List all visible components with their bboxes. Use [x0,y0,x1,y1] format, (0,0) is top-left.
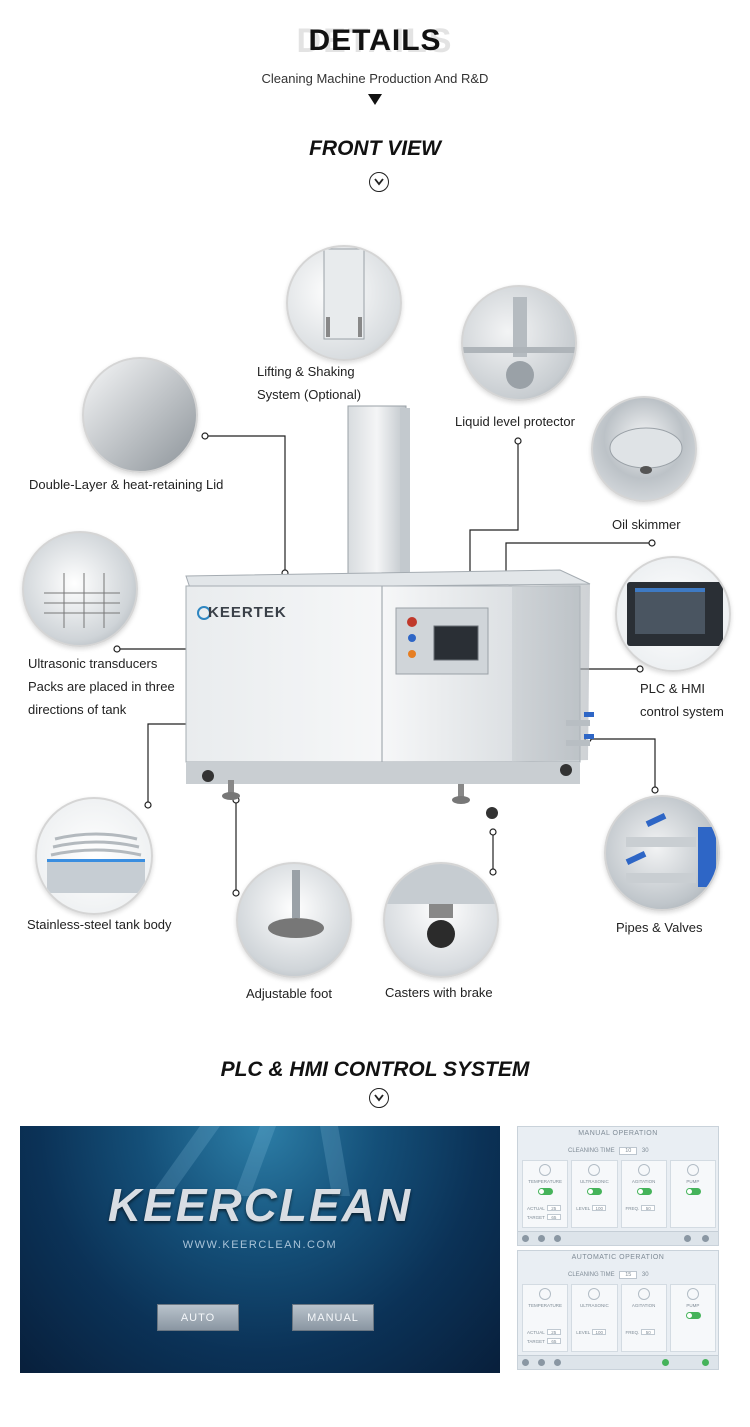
stats-icon[interactable] [538,1235,545,1242]
pump-card: PUMP [669,1284,716,1352]
label-lid: Double-Layer & heat-retaining Lid [29,477,224,492]
stats-icon[interactable] [538,1359,545,1366]
auto-button[interactable]: AUTO [157,1304,239,1331]
auto-screen-title: AUTOMATIC OPERATION [571,1254,665,1261]
tank-body-bubble [35,797,153,915]
manual-button[interactable]: MANUAL [292,1304,374,1331]
splash-brand: KEERCLEAN [107,1179,413,1231]
lid-bubble [82,357,198,473]
page-subtitle: Cleaning Machine Production And R&D [261,71,489,86]
automatic-operation-screen: AUTOMATIC OPERATION CLEANING TIME 15 30 … [517,1250,719,1370]
control-system-title: PLC & HMI CONTROL SYSTEM [220,1058,530,1081]
light-rays [150,1126,350,1196]
oil-skimmer-bubble [591,396,697,502]
agitation-icon [637,1164,650,1176]
cleaning-machine-illustration [185,405,594,819]
hmi-nav-bar [518,1231,718,1245]
liquid-level-bubble [461,285,577,401]
front-view-title: FRONT VIEW [309,137,441,160]
pump-toggle[interactable] [685,1188,701,1195]
page-title: DETAILS [308,24,442,57]
triangle-down-icon [368,94,382,105]
power-icon[interactable] [554,1235,561,1242]
ultrasonic-icon [588,1164,601,1176]
hmi-splash-screen: KEERCLEAN WWW.KEERCLEAN.COM AUTO MANUAL [20,1126,500,1373]
machine-brand: KEERTEK [208,604,287,621]
power-icon[interactable] [554,1359,561,1366]
label-plc-line2: control system [640,704,724,719]
temperature-toggle[interactable] [538,1188,553,1195]
cleaning-time-value[interactable]: 15 [619,1271,638,1279]
pump-icon [686,1288,699,1300]
chevron-down-circle-icon [369,172,389,192]
arrow-up-icon[interactable] [684,1235,691,1242]
transducers-bubble [22,531,138,647]
agitation-card: AGITATION FREQ.50 [620,1284,667,1352]
arrow-down-icon[interactable] [702,1235,709,1242]
label-transducers-line3: directions of tank [28,702,127,717]
adjustable-foot-bubble [236,862,352,978]
pump-icon [686,1164,699,1176]
label-plc-line1: PLC & HMI [640,681,706,696]
header-ghost-text: DETAILS [296,22,454,60]
casters-bubble [383,862,499,978]
label-lifting-line2: System (Optional) [257,387,362,402]
manual-operation-screen: MANUAL OPERATION CLEANING TIME 10 30 TEM… [517,1126,719,1246]
chevron-down-circle-icon [369,1088,389,1108]
label-transducers-line2: Packs are placed in three [28,679,175,694]
cleaning-time: CLEANING TIME 15 30 [568,1271,649,1279]
manual-screen-title: MANUAL OPERATION [578,1130,658,1137]
pump-card: PUMP [669,1160,716,1228]
agitation-icon [637,1288,650,1300]
start-icon[interactable] [662,1359,669,1366]
ultrasonic-icon [588,1288,601,1300]
thermometer-icon [539,1164,552,1176]
label-transducers-line1: Ultrasonic transducers [28,656,158,671]
thermometer-icon [539,1288,552,1300]
label-lifting-line1: Lifting & Shaking [257,364,355,379]
hmi-nav-bar [518,1355,718,1369]
home-icon[interactable] [522,1235,529,1242]
label-pipes-valves: Pipes & Valves [616,920,703,935]
lifting-system-bubble [286,245,402,361]
home-icon[interactable] [522,1359,529,1366]
label-adjustable-foot: Adjustable foot [246,986,333,1001]
cleaning-time: CLEANING TIME 10 30 [568,1147,649,1155]
agitation-card: AGITATION FREQ.50 [620,1160,667,1228]
pump-toggle[interactable] [685,1312,701,1319]
label-tank-body: Stainless-steel tank body [27,917,172,932]
run-icon[interactable] [702,1359,709,1366]
cleaning-time-value[interactable]: 10 [619,1147,638,1155]
label-liquid-level: Liquid level protector [455,414,575,429]
ultrasonic-toggle[interactable] [587,1188,603,1195]
label-casters: Casters with brake [385,985,493,1000]
plc-hmi-bubble [615,556,731,672]
label-oil-skimmer: Oil skimmer [612,517,681,532]
agitation-toggle[interactable] [636,1188,652,1195]
splash-url: WWW.KEERCLEAN.COM [182,1239,338,1251]
pipes-valves-bubble [604,795,720,911]
